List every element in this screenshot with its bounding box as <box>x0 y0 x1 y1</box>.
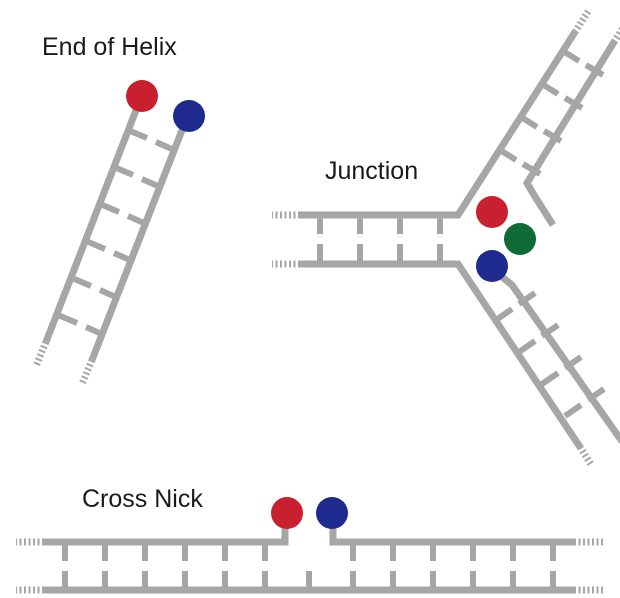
blue-dot <box>316 497 348 529</box>
junction-upper-inner-strand <box>522 40 617 227</box>
blue-dot <box>476 250 508 282</box>
end-of-helix-duplex <box>32 98 190 386</box>
upper-arm-end-b <box>611 26 620 44</box>
cross-nick-label: Cross Nick <box>82 485 203 513</box>
strand-right <box>88 118 190 362</box>
green-dot <box>504 223 536 255</box>
red-dot <box>126 80 158 112</box>
junction-upper-rungs <box>498 48 605 177</box>
cross-nick-duplex <box>16 528 604 594</box>
junction-top-strand <box>300 30 578 219</box>
lower-arm-end-a <box>577 445 595 468</box>
junction-label: Junction <box>325 157 419 185</box>
upper-arm-end-a <box>572 8 592 34</box>
blue-dot <box>173 100 205 132</box>
red-dot <box>271 497 303 529</box>
junction-duplexes <box>272 8 620 468</box>
nick-rungs <box>62 542 556 590</box>
nick-top-strand-right <box>329 528 574 546</box>
base-pair-rungs <box>56 127 176 338</box>
end-of-helix-label: End of Helix <box>42 33 177 61</box>
junction-lower-rungs <box>494 290 606 419</box>
strand-right-end <box>78 358 96 386</box>
strand-left-end <box>32 340 50 368</box>
nick-top-strand-left <box>44 528 289 546</box>
red-dot <box>476 196 508 228</box>
strand-left <box>42 98 144 344</box>
junction-left-rungs <box>317 215 443 264</box>
junction-bottom-strand <box>300 260 583 449</box>
